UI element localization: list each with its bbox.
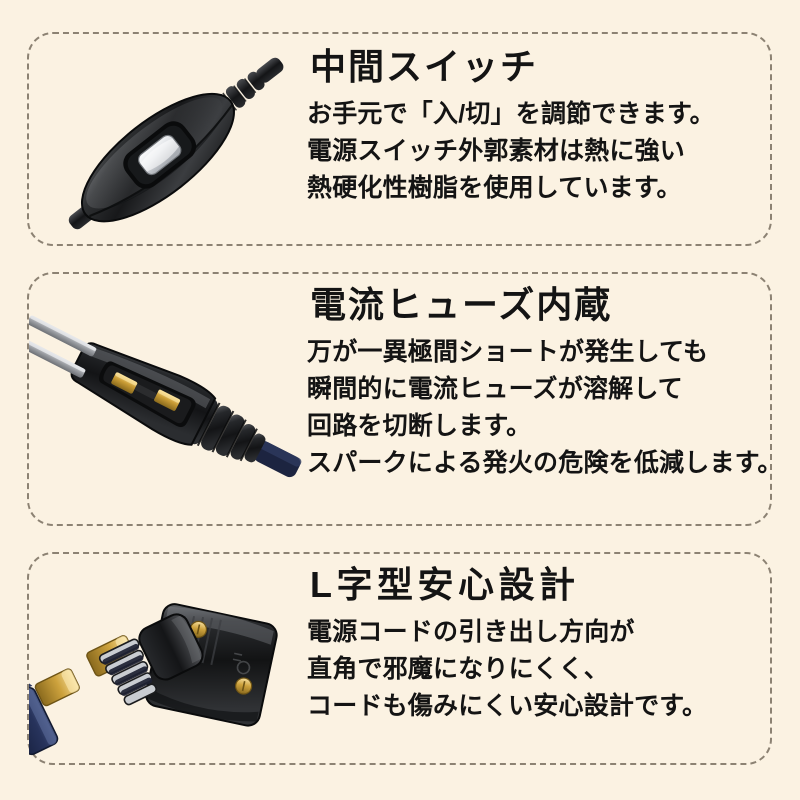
feature-text-l-shaped-plug: L字型安心設計 電源コードの引き出し方向が 直角で邪魔になりにくく、 コードも傷… (307, 562, 756, 725)
feature-card-l-shaped-plug: L字型安心設計 電源コードの引き出し方向が 直角で邪魔になりにくく、 コードも傷… (27, 552, 772, 765)
feature-body-line: 熱硬化性樹脂を使用しています。 (307, 174, 682, 202)
feature-body-line: 直角で邪魔になりにくく、 (307, 655, 609, 683)
feature-card-inline-switch: 中間スイッチ お手元で「入/切」を調節できます。 電源スイッチ外郭素材は熱に強い… (27, 32, 772, 246)
feature-text-current-fuse: 電流ヒューズ内蔵 万が一異極間ショートが発生しても 瞬間的に電流ヒューズが溶解し… (307, 282, 783, 482)
feature-body-line: スパークによる発火の危険を低減します。 (307, 449, 783, 477)
feature-body-line: 電源コードの引き出し方向が (307, 618, 635, 646)
inline-rocker-switch-photo (29, 34, 307, 244)
feature-heading: 中間スイッチ (310, 46, 539, 87)
fused-ac-plug-photo (29, 274, 307, 524)
feature-body-line: 瞬間的に電流ヒューズが溶解して (307, 375, 684, 403)
feature-body-line: 電源スイッチ外郭素材は熱に強い (307, 137, 686, 165)
feature-body-line: お手元で「入/切」を調節できます。 (307, 100, 715, 128)
feature-body-line: コードも傷みにくい安心設計です。 (307, 692, 708, 720)
feature-heading: 電流ヒューズ内蔵 (310, 284, 613, 325)
feature-text-inline-switch: 中間スイッチ お手元で「入/切」を調節できます。 電源スイッチ外郭素材は熱に強い… (307, 44, 756, 207)
feature-body-line: 回路を切断します。 (307, 412, 532, 440)
feature-heading: L字型安心設計 (310, 564, 580, 605)
feature-body-line: 万が一異極間ショートが発生しても (307, 338, 709, 366)
l-shaped-connector-photo (29, 554, 307, 763)
feature-card-current-fuse: 電流ヒューズ内蔵 万が一異極間ショートが発生しても 瞬間的に電流ヒューズが溶解し… (27, 272, 783, 526)
